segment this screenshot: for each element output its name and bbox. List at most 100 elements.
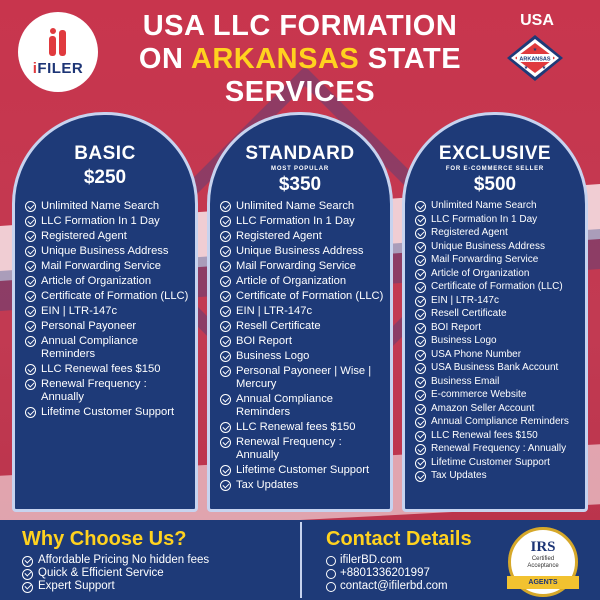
check-icon: [415, 228, 426, 239]
feature-item: LLC Renewal fees $150: [25, 363, 189, 376]
check-icon: [415, 430, 426, 442]
check-icon: [25, 246, 36, 257]
feature-item: EIN | LTR-147c: [220, 305, 384, 318]
feature-text: Certificate of Formation (LLC): [41, 290, 189, 302]
check-icon: [25, 336, 36, 347]
feature-item: Certificate of Formation (LLC): [25, 290, 189, 303]
feature-item: Certificate of Formation (LLC): [220, 290, 384, 303]
check-icon: [25, 261, 36, 272]
feature-item: LLC Formation In 1 Day: [220, 215, 384, 228]
title-highlight: ARKANSAS: [190, 43, 360, 75]
feature-text: Business Logo: [236, 350, 310, 362]
why-choose-list: Affordable Pricing No hidden fees Quick …: [22, 554, 209, 593]
feature-text: Annual Compliance Reminders: [41, 335, 139, 360]
feature-text: Unlimited Name Search: [41, 200, 160, 212]
feature-text: Mail Forwarding Service: [431, 254, 539, 265]
feature-item: Lifetime Customer Support: [25, 406, 189, 419]
check-icon: [22, 581, 33, 593]
ifiler-logo-icon: [45, 27, 71, 58]
check-icon: [415, 349, 426, 361]
feature-item: Personal Payoneer | Wise | Mercury: [220, 365, 384, 391]
feature-text: Personal Payoneer: [41, 320, 137, 332]
check-icon: [415, 255, 426, 266]
check-icon: [25, 231, 36, 242]
check-icon: [415, 390, 426, 401]
plan-name: BASIC: [74, 143, 136, 164]
check-icon: [415, 444, 426, 455]
feature-text: LLC Formation In 1 Day: [41, 215, 160, 227]
feature-text: Resell Certificate: [236, 320, 321, 332]
ifiler-logo[interactable]: iFILER: [18, 12, 98, 92]
feature-item: Unique Business Address: [25, 245, 189, 258]
feature-item: Business Logo: [415, 335, 579, 347]
feature-item: Business Logo: [220, 350, 384, 363]
feature-item: USA Phone Number: [415, 349, 579, 361]
feature-text: Personal Payoneer | Wise | Mercury: [236, 365, 372, 390]
feature-item: LLC Renewal fees $150: [220, 421, 384, 434]
check-icon: [220, 321, 231, 332]
check-icon: [25, 201, 36, 212]
check-icon: [220, 216, 231, 227]
feature-item: EIN | LTR-147c: [415, 295, 579, 307]
check-icon: [25, 379, 36, 390]
feature-text: EIN | LTR-147c: [431, 294, 499, 306]
why-choose-title: Why Choose Us?: [22, 528, 187, 550]
svg-text:★: ★: [542, 65, 547, 71]
why-item: Affordable Pricing No hidden fees: [22, 554, 209, 567]
feature-item: Renewal Frequency : Annually: [415, 443, 579, 455]
check-icon: [415, 403, 426, 415]
check-icon: [220, 246, 231, 257]
check-icon: [25, 321, 36, 332]
irs-ribbon: AGENTS: [507, 576, 579, 589]
feature-text: LLC Renewal fees $150: [236, 421, 356, 433]
check-icon: [220, 261, 231, 272]
irs-line-1: Certified: [531, 556, 555, 562]
feature-item: LLC Formation In 1 Day: [415, 214, 579, 226]
feature-item: Article of Organization: [415, 268, 579, 280]
check-icon: [415, 309, 426, 320]
feature-text: LLC Renewal fees $150: [431, 429, 538, 441]
feature-text: Article of Organization: [236, 275, 347, 287]
check-icon: [415, 322, 426, 334]
contact-website[interactable]: ifilerBD.com: [326, 554, 448, 567]
feature-item: LLC Renewal fees $150: [415, 430, 579, 442]
check-icon: [415, 457, 426, 469]
contact-phone[interactable]: +8801336201997: [326, 567, 448, 580]
feature-text: Lifetime Customer Support: [431, 456, 550, 468]
svg-text:★: ★: [533, 47, 538, 53]
feature-item: Annual Compliance Reminders: [25, 335, 189, 361]
plan-subtitle: MOST POPULAR: [271, 166, 329, 172]
country-label: USA: [520, 12, 554, 29]
check-icon: [415, 363, 426, 374]
feature-item: Unlimited Name Search: [25, 200, 189, 213]
plan-card-standard[interactable]: STANDARD MOST POPULAR $350 Unlimited Nam…: [207, 112, 393, 512]
feature-text: Unlimited Name Search: [431, 200, 537, 211]
feature-text: Article of Organization: [41, 275, 152, 287]
check-icon: [415, 295, 426, 307]
feature-text: Lifetime Customer Support: [41, 406, 175, 418]
plan-card-exclusive[interactable]: EXCLUSIVE FOR E-COMMERCE SELLER $500 Unl…: [402, 112, 588, 512]
feature-text: Resell Certificate: [431, 308, 507, 319]
feature-text: Unique Business Address: [41, 245, 169, 257]
contact-email[interactable]: contact@ifilerbd.com: [326, 580, 448, 593]
svg-text:★: ★: [524, 65, 529, 71]
check-icon: [220, 231, 231, 242]
check-icon: [25, 407, 36, 418]
feature-text: Unique Business Address: [431, 240, 545, 252]
feature-item: Registered Agent: [220, 230, 384, 243]
feature-item: Renewal Frequency : Annually: [25, 378, 189, 404]
feature-text: Unlimited Name Search: [236, 200, 355, 212]
check-icon: [220, 351, 231, 362]
feature-text: Tax Updates: [236, 479, 299, 491]
plan-price: $250: [83, 167, 127, 188]
feature-item: LLC Formation In 1 Day: [25, 215, 189, 228]
feature-item: Lifetime Customer Support: [415, 457, 579, 469]
title-line-1: USA LLC FORMATION: [142, 10, 458, 42]
check-icon: [220, 276, 231, 287]
title-line-2: ON ARKANSAS STATE: [138, 43, 462, 75]
feature-text: Business Logo: [431, 335, 497, 346]
